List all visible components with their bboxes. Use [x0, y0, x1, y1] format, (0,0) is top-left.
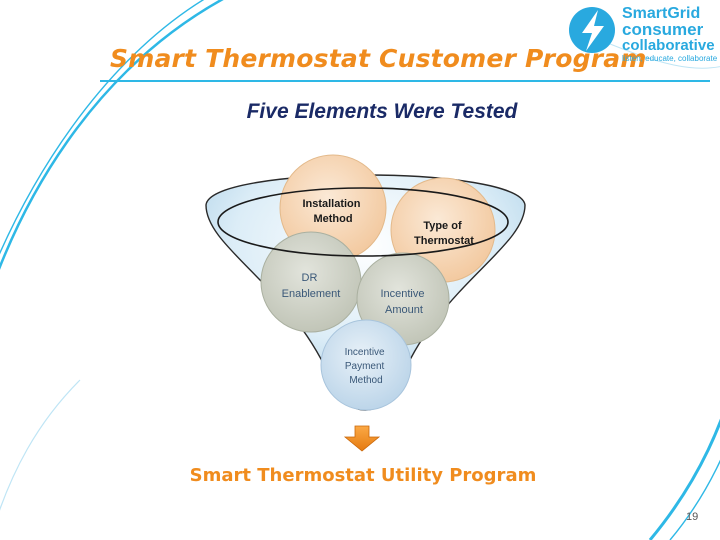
decorative-swoosh-right — [599, 39, 720, 540]
logo-tagline: listen, educate, collaborate — [622, 54, 718, 63]
funnel-rim — [217, 187, 509, 257]
logo-wordmark: SmartGrid consumer collaborative listen,… — [622, 6, 717, 65]
slide-subtitle: Five Elements Were Tested — [246, 100, 518, 123]
dr-enablement-label: DR Enablement — [282, 272, 341, 300]
logo-line-smartgrid: SmartGrid — [622, 5, 701, 22]
incentive-amount-label: Incentive Amount — [380, 288, 427, 316]
down-arrow-icon — [343, 425, 381, 452]
incentive-payment-method-label: Incentive Payment Method — [345, 347, 388, 386]
installation-method-label: Installation Method — [302, 198, 363, 225]
result-program-label: Smart Thermostat Utility Program — [189, 465, 537, 486]
type-of-thermostat-label: Type of Thermostat — [414, 220, 474, 247]
logo-badge — [569, 7, 615, 53]
logo-line-collaborative: collaborative — [622, 37, 715, 54]
lightning-bolt-icon — [582, 10, 604, 51]
page-number: 19 — [686, 511, 699, 523]
slide-title: Smart Thermostat Customer Program — [110, 44, 647, 73]
decorative-swoosh-left — [0, 0, 224, 511]
logo-line-consumer: consumer — [622, 20, 704, 39]
element-circle-incentive-payment-method — [320, 319, 412, 411]
title-underline — [100, 80, 710, 82]
